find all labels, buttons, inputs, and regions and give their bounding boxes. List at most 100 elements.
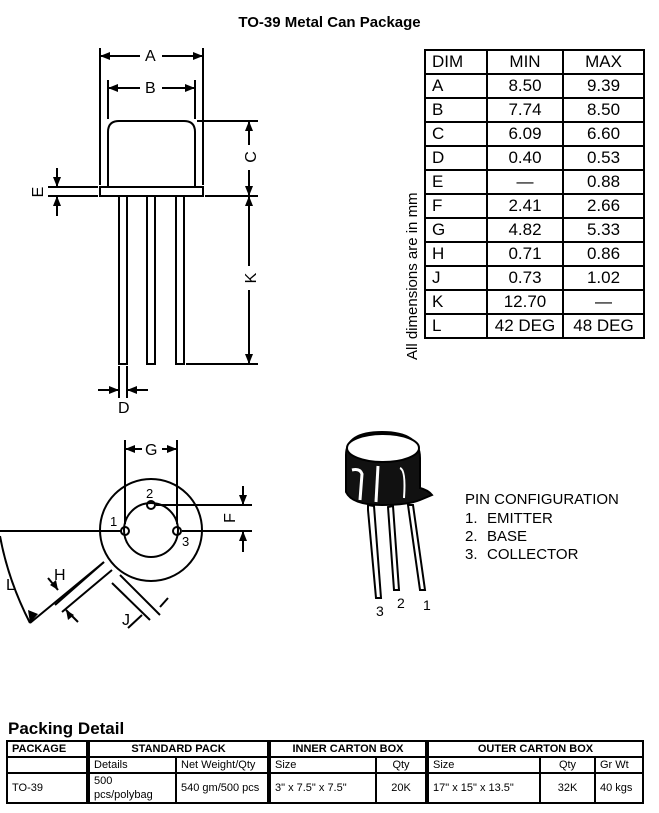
pin-config-title: PIN CONFIGURATION bbox=[465, 491, 619, 508]
max-cell: 5.33 bbox=[562, 217, 645, 243]
pin-name: BASE bbox=[487, 528, 528, 545]
label-D: D bbox=[118, 400, 130, 417]
sub-qty: Qty bbox=[375, 756, 428, 774]
header-inner-carton: INNER CARTON BOX bbox=[267, 740, 428, 758]
max-cell: 9.39 bbox=[562, 73, 645, 99]
min-cell: 0.40 bbox=[486, 145, 564, 171]
lead-middle bbox=[146, 195, 156, 365]
pin-config-list: 1.EMITTER 2. BASE 3. COLLECTOR bbox=[465, 510, 578, 564]
header-max: MAX bbox=[562, 49, 645, 75]
label-G: G bbox=[145, 442, 157, 459]
cell-outer-size: 17" x 15" x 13.5" bbox=[425, 772, 541, 804]
table-row: E—0.88 bbox=[424, 169, 645, 195]
sub-size: Size bbox=[267, 756, 377, 774]
dim-cell: E bbox=[424, 169, 488, 195]
label-B: B bbox=[145, 80, 156, 97]
max-cell: 0.88 bbox=[562, 169, 645, 195]
label-pin1: 1 bbox=[110, 514, 117, 529]
dim-cell: C bbox=[424, 121, 488, 147]
list-item: 3. COLLECTOR bbox=[465, 546, 578, 564]
sub-qty: Qty bbox=[539, 756, 596, 774]
photo-label-pin1: 1 bbox=[423, 597, 431, 613]
max-cell: 6.60 bbox=[562, 121, 645, 147]
label-K: K bbox=[243, 272, 260, 283]
max-cell: 48 DEG bbox=[562, 313, 645, 339]
min-cell: 12.70 bbox=[486, 289, 564, 315]
side-view-arrows bbox=[53, 52, 253, 394]
label-J: J bbox=[122, 612, 130, 629]
sub-details: Details bbox=[86, 756, 177, 774]
header-min: MIN bbox=[486, 49, 564, 75]
label-pin2: 2 bbox=[146, 486, 153, 501]
cell-inner-size: 3" x 7.5" x 7.5" bbox=[267, 772, 377, 804]
dim-cell: L bbox=[424, 313, 488, 339]
label-A: A bbox=[145, 48, 156, 65]
max-cell: 0.53 bbox=[562, 145, 645, 171]
pin-number: 2. bbox=[465, 528, 478, 545]
dim-cell: K bbox=[424, 289, 488, 315]
label-H: H bbox=[54, 567, 66, 584]
max-cell: — bbox=[562, 289, 645, 315]
cell-inner-qty: 20K bbox=[375, 772, 428, 804]
packing-table: PACKAGE STANDARD PACK INNER CARTON BOX O… bbox=[6, 740, 644, 804]
can-body bbox=[107, 120, 196, 187]
label-F: F bbox=[222, 513, 239, 523]
header-outer-carton: OUTER CARTON BOX bbox=[425, 740, 644, 758]
dim-cell: A bbox=[424, 73, 488, 99]
lead-right bbox=[175, 195, 185, 365]
empty-cell bbox=[6, 756, 89, 774]
packing-heading: Packing Detail bbox=[8, 719, 125, 738]
bottom-view bbox=[0, 440, 252, 629]
min-cell: 6.09 bbox=[486, 121, 564, 147]
table-row: TO-39 500 pcs/polybag 540 gm/500 pcs 3" … bbox=[6, 772, 644, 804]
list-item: 2. BASE bbox=[465, 528, 578, 546]
side-view bbox=[48, 48, 258, 398]
dim-cell: H bbox=[424, 241, 488, 267]
min-cell: 0.73 bbox=[486, 265, 564, 291]
label-L: L bbox=[6, 577, 15, 594]
min-cell: 8.50 bbox=[486, 73, 564, 99]
dim-cell: F bbox=[424, 193, 488, 219]
sub-size: Size bbox=[425, 756, 541, 774]
packing-subheader-row: Details Net Weight/Qty Size Qty Size Qty… bbox=[6, 756, 644, 774]
dim-cell: B bbox=[424, 97, 488, 123]
header-dim: DIM bbox=[424, 49, 488, 75]
min-cell: 0.71 bbox=[486, 241, 564, 267]
sub-net-weight: Net Weight/Qty bbox=[175, 756, 270, 774]
photo-label-pin3: 3 bbox=[376, 603, 384, 619]
min-cell: 4.82 bbox=[486, 217, 564, 243]
pin-number: 1. bbox=[465, 510, 478, 527]
pin-number: 3. bbox=[465, 546, 478, 563]
dim-cell: D bbox=[424, 145, 488, 171]
max-cell: 1.02 bbox=[562, 265, 645, 291]
header-standard-pack: STANDARD PACK bbox=[86, 740, 270, 758]
cell-outer-qty: 32K bbox=[539, 772, 596, 804]
dimension-table-header: DIM MIN MAX bbox=[424, 49, 645, 75]
photo-label-pin2: 2 bbox=[397, 595, 405, 611]
list-item: 1.EMITTER bbox=[465, 510, 578, 528]
min-cell: 7.74 bbox=[486, 97, 564, 123]
max-cell: 2.66 bbox=[562, 193, 645, 219]
cell-package: TO-39 bbox=[6, 772, 89, 804]
bottom-view-arrows bbox=[28, 445, 247, 623]
sub-gross-weight: Gr Wt bbox=[594, 756, 644, 774]
min-cell: — bbox=[486, 169, 564, 195]
max-cell: 0.86 bbox=[562, 241, 645, 267]
header-package: PACKAGE bbox=[6, 740, 89, 758]
lead-left bbox=[118, 195, 128, 365]
can-flange bbox=[99, 186, 204, 197]
min-cell: 42 DEG bbox=[486, 313, 564, 339]
package-3d-view bbox=[345, 430, 434, 599]
pin-name: COLLECTOR bbox=[487, 546, 579, 563]
label-C: C bbox=[243, 151, 260, 163]
